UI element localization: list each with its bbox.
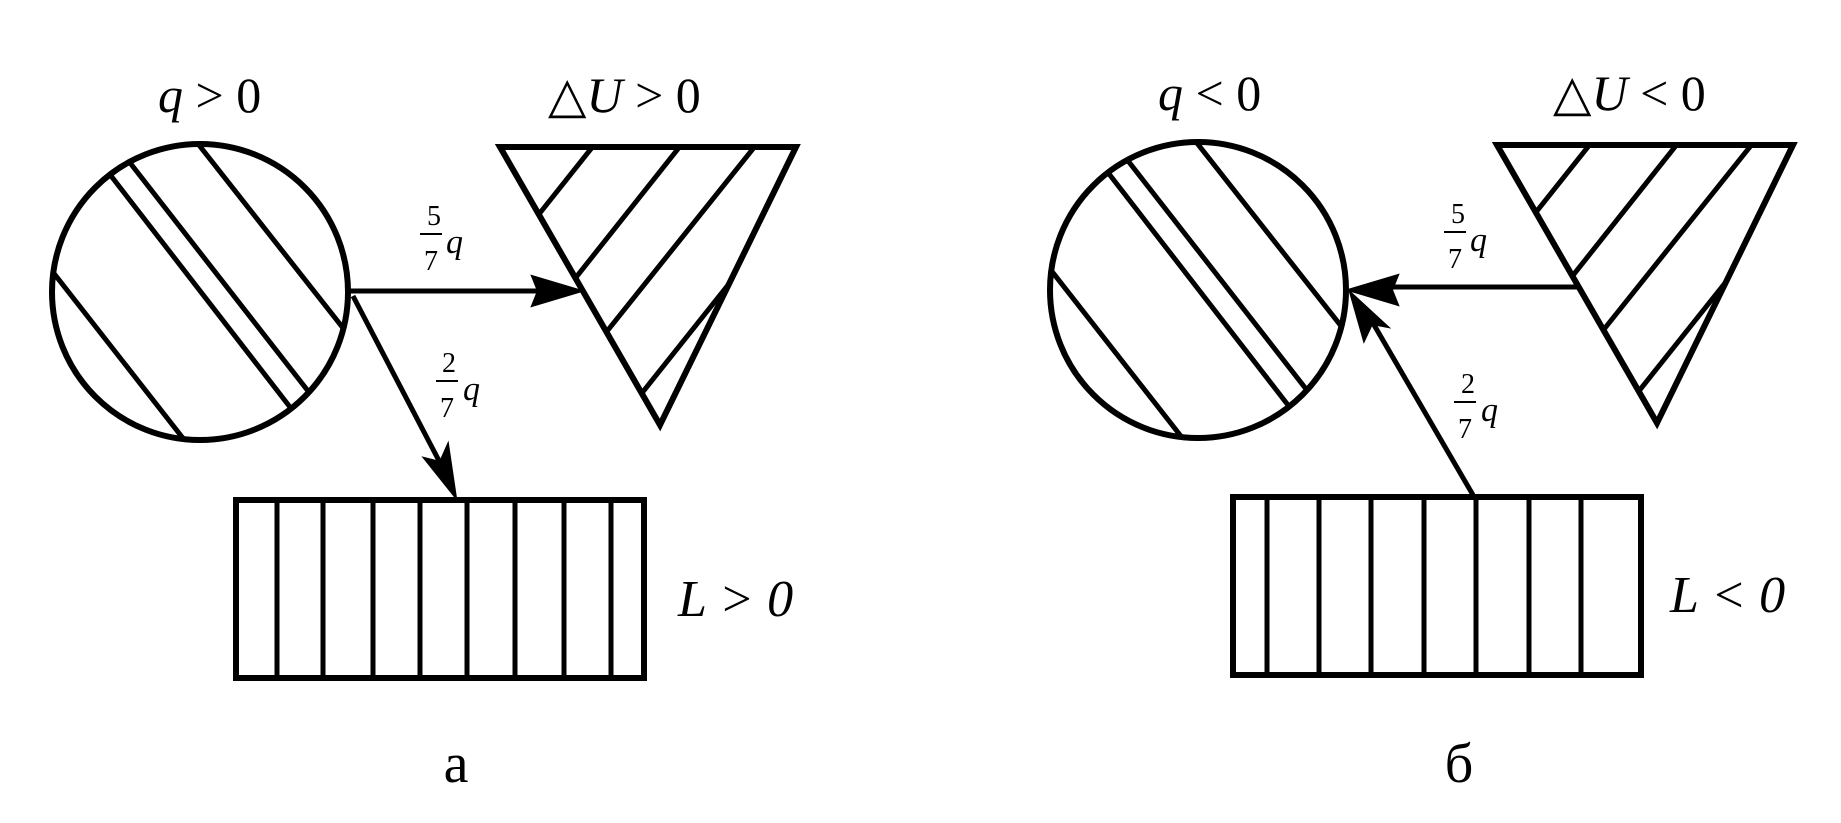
panel-caption: а [444,733,469,795]
fraction-denominator: 7 [440,393,454,424]
fraction-numerator: 5 [1451,199,1465,230]
flow-label-internal: 5 7 q [420,201,463,277]
work-label: L < 0 [1669,567,1785,624]
arrow-internal-energy-to-heat [1344,273,1578,307]
heat-label: q < 0 [1158,65,1261,121]
fraction-numerator: 5 [427,201,441,232]
fraction-denominator: 7 [1448,244,1462,275]
flow-label-work: 2 7 q [1454,369,1498,445]
arrow-heat-to-work [350,294,458,502]
flow-label-work: 2 7 q [436,348,480,424]
arrow-heat-to-internal-energy [350,274,586,308]
panel-caption: б [1445,733,1474,795]
fraction-variable: q [446,224,463,261]
flow-label-internal: 5 7 q [1444,199,1487,275]
heat-circle [49,141,351,443]
internal-energy-label: △U > 0 [548,67,701,123]
fraction-variable: q [463,371,480,408]
fraction-variable: q [1470,222,1487,259]
internal-energy-triangle [494,144,801,432]
heat-circle [1047,139,1349,441]
arrow-work-to-heat [1348,288,1476,497]
work-rectangle [233,497,647,681]
panel-a: q > 0 △U > 0 L > 0 5 7 q 2 7 q а [49,67,801,795]
panel-b: q < 0 △U < 0 L < 0 5 7 q 2 7 q б [1047,65,1798,795]
internal-energy-triangle [1491,142,1798,430]
work-rectangle [1230,494,1644,678]
work-label: L > 0 [677,571,793,628]
fraction-variable: q [1481,392,1498,429]
internal-energy-label: △U < 0 [1553,65,1706,121]
fraction-denominator: 7 [424,246,438,277]
fraction-numerator: 2 [442,348,456,379]
fraction-denominator: 7 [1458,414,1472,445]
heat-label: q > 0 [158,67,261,123]
fraction-numerator: 2 [1461,369,1475,400]
